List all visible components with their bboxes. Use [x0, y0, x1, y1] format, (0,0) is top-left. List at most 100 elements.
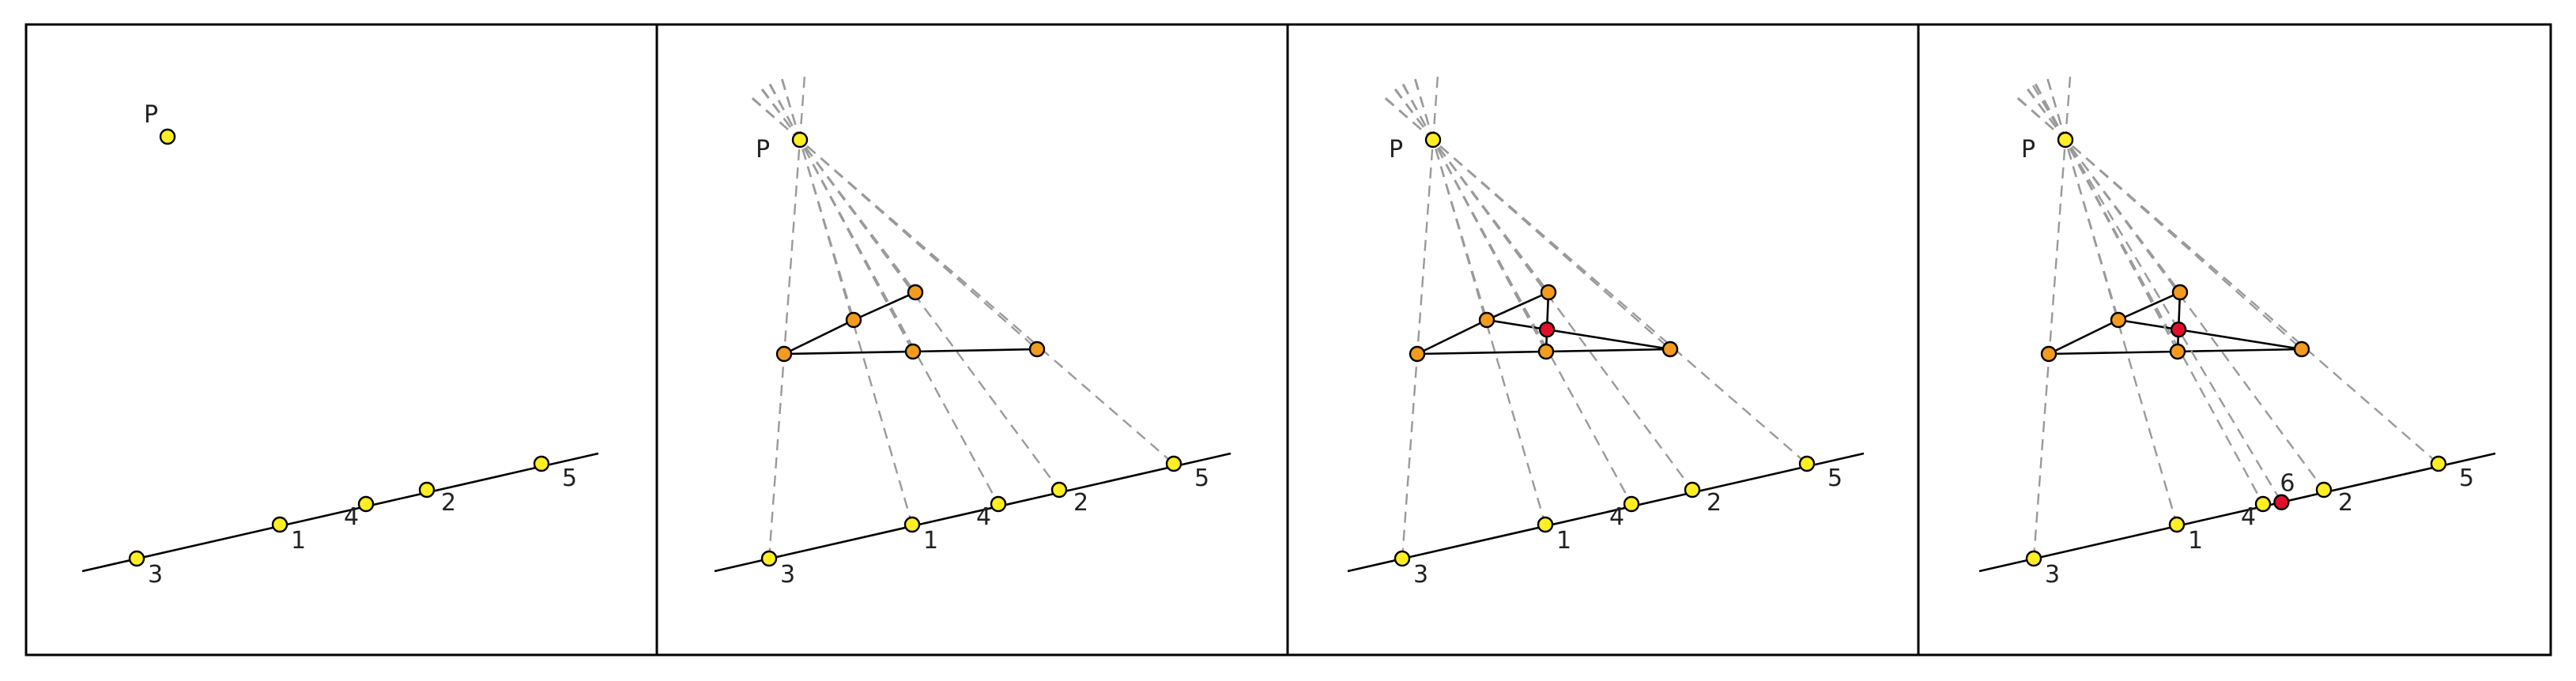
- point-label-5: 5: [1194, 465, 1209, 492]
- construction-point: [2110, 311, 2127, 329]
- point-label-5: 5: [562, 465, 577, 492]
- point-label-4: 4: [344, 503, 359, 531]
- projection-ray: [1394, 88, 1549, 293]
- point-label-4: 4: [1609, 503, 1624, 531]
- base-line: [81, 452, 599, 573]
- point-label-2: 2: [1707, 489, 1722, 517]
- point-label-3: 3: [1413, 561, 1428, 589]
- projection-ray: [760, 88, 916, 293]
- line-point-4: [990, 495, 1007, 513]
- point-label-5: 5: [1827, 465, 1842, 492]
- construction-point: [2293, 340, 2310, 358]
- point-label-2: 2: [2338, 489, 2353, 517]
- construction-point: [1478, 311, 1495, 329]
- segment: [783, 318, 854, 356]
- point-label-4: 4: [976, 503, 991, 531]
- point-label-1: 1: [923, 527, 938, 555]
- construction-point: [904, 343, 922, 360]
- line-point-3: [1394, 550, 1411, 567]
- line-point-2: [1050, 481, 1068, 499]
- line-point-1: [271, 516, 289, 533]
- projection-ray: [2046, 78, 2120, 321]
- line-point-2: [1684, 481, 1701, 499]
- projection-ray: [1401, 77, 1439, 559]
- point-label-P: P: [756, 136, 770, 164]
- panel-1-point-and-line: 3 1 4 2 5 P: [81, 101, 599, 589]
- line-point-1: [1537, 516, 1554, 533]
- segment: [853, 291, 916, 322]
- projection-ray: [2035, 83, 2179, 352]
- segment: [1416, 318, 1488, 356]
- line-point-3: [2025, 550, 2042, 567]
- point-label-1: 1: [2188, 527, 2203, 555]
- segment: [2118, 318, 2303, 351]
- projection-ray: [2032, 77, 2072, 559]
- point-label-3: 3: [2045, 561, 2060, 589]
- point-P: [159, 128, 176, 145]
- base-line: [714, 452, 1231, 573]
- construction-point: [2169, 343, 2186, 360]
- construction-point: [2040, 345, 2057, 363]
- line-point-2: [2315, 481, 2333, 499]
- line-point-3: [128, 550, 145, 567]
- base-line: [1347, 452, 1865, 573]
- segment: [1486, 318, 1671, 351]
- point-label-3: 3: [148, 561, 163, 589]
- line-point-5: [1798, 455, 1816, 472]
- segment: [2048, 350, 2178, 356]
- construction-point: [907, 284, 924, 301]
- construction-point: [1028, 340, 1046, 358]
- point-label-2: 2: [1073, 489, 1088, 517]
- point-P: [791, 131, 809, 149]
- projection-ray: [1402, 83, 1548, 352]
- projection-ray: [2026, 88, 2181, 293]
- construction-point: [1537, 343, 1555, 360]
- segment: [2118, 291, 2181, 322]
- line-point-4: [2254, 495, 2272, 513]
- panel-2-projection-rays: 3 1 4 2 5 P: [714, 77, 1231, 589]
- point-label-P: P: [1389, 136, 1403, 164]
- construction-point: [775, 345, 793, 363]
- line-point-5: [2430, 455, 2447, 472]
- line-point-2: [418, 481, 436, 499]
- intersection-point: [2170, 321, 2187, 338]
- line-point-1: [903, 516, 921, 533]
- projection-ray: [768, 77, 806, 559]
- point-label-P: P: [2021, 136, 2035, 164]
- point-label-P: P: [144, 101, 158, 129]
- segment: [1545, 348, 1671, 353]
- construction-point: [2171, 284, 2189, 301]
- segment: [1416, 350, 1547, 356]
- line-point-1: [2168, 516, 2186, 533]
- point-label-4: 4: [2241, 503, 2256, 531]
- segment: [783, 350, 914, 356]
- projection-ray: [2032, 85, 2283, 503]
- line-point-3: [760, 550, 778, 567]
- segment: [912, 348, 1038, 353]
- segment: [1486, 291, 1549, 322]
- construction-point: [1540, 284, 1557, 301]
- point-label-5: 5: [2459, 465, 2474, 492]
- base-line: [1978, 452, 2496, 573]
- intersection-point: [1538, 321, 1556, 338]
- construction-point: [845, 311, 862, 329]
- line-point-6: [2273, 494, 2290, 510]
- line-point-5: [533, 455, 550, 472]
- point-label-2: 2: [441, 489, 456, 517]
- projection-ray: [1413, 78, 1488, 321]
- line-point-4: [1623, 495, 1640, 513]
- segment: [2048, 318, 2119, 356]
- line-point-5: [1165, 455, 1182, 472]
- construction-point: [1661, 340, 1679, 358]
- construction-point: [1409, 345, 1426, 363]
- line-point-4: [357, 495, 375, 513]
- point-label-1: 1: [291, 527, 306, 555]
- projection-ray: [780, 78, 855, 321]
- projection-ray: [769, 83, 915, 352]
- segment: [2177, 348, 2303, 353]
- point-label-3: 3: [780, 561, 795, 589]
- point-P: [1424, 131, 1442, 149]
